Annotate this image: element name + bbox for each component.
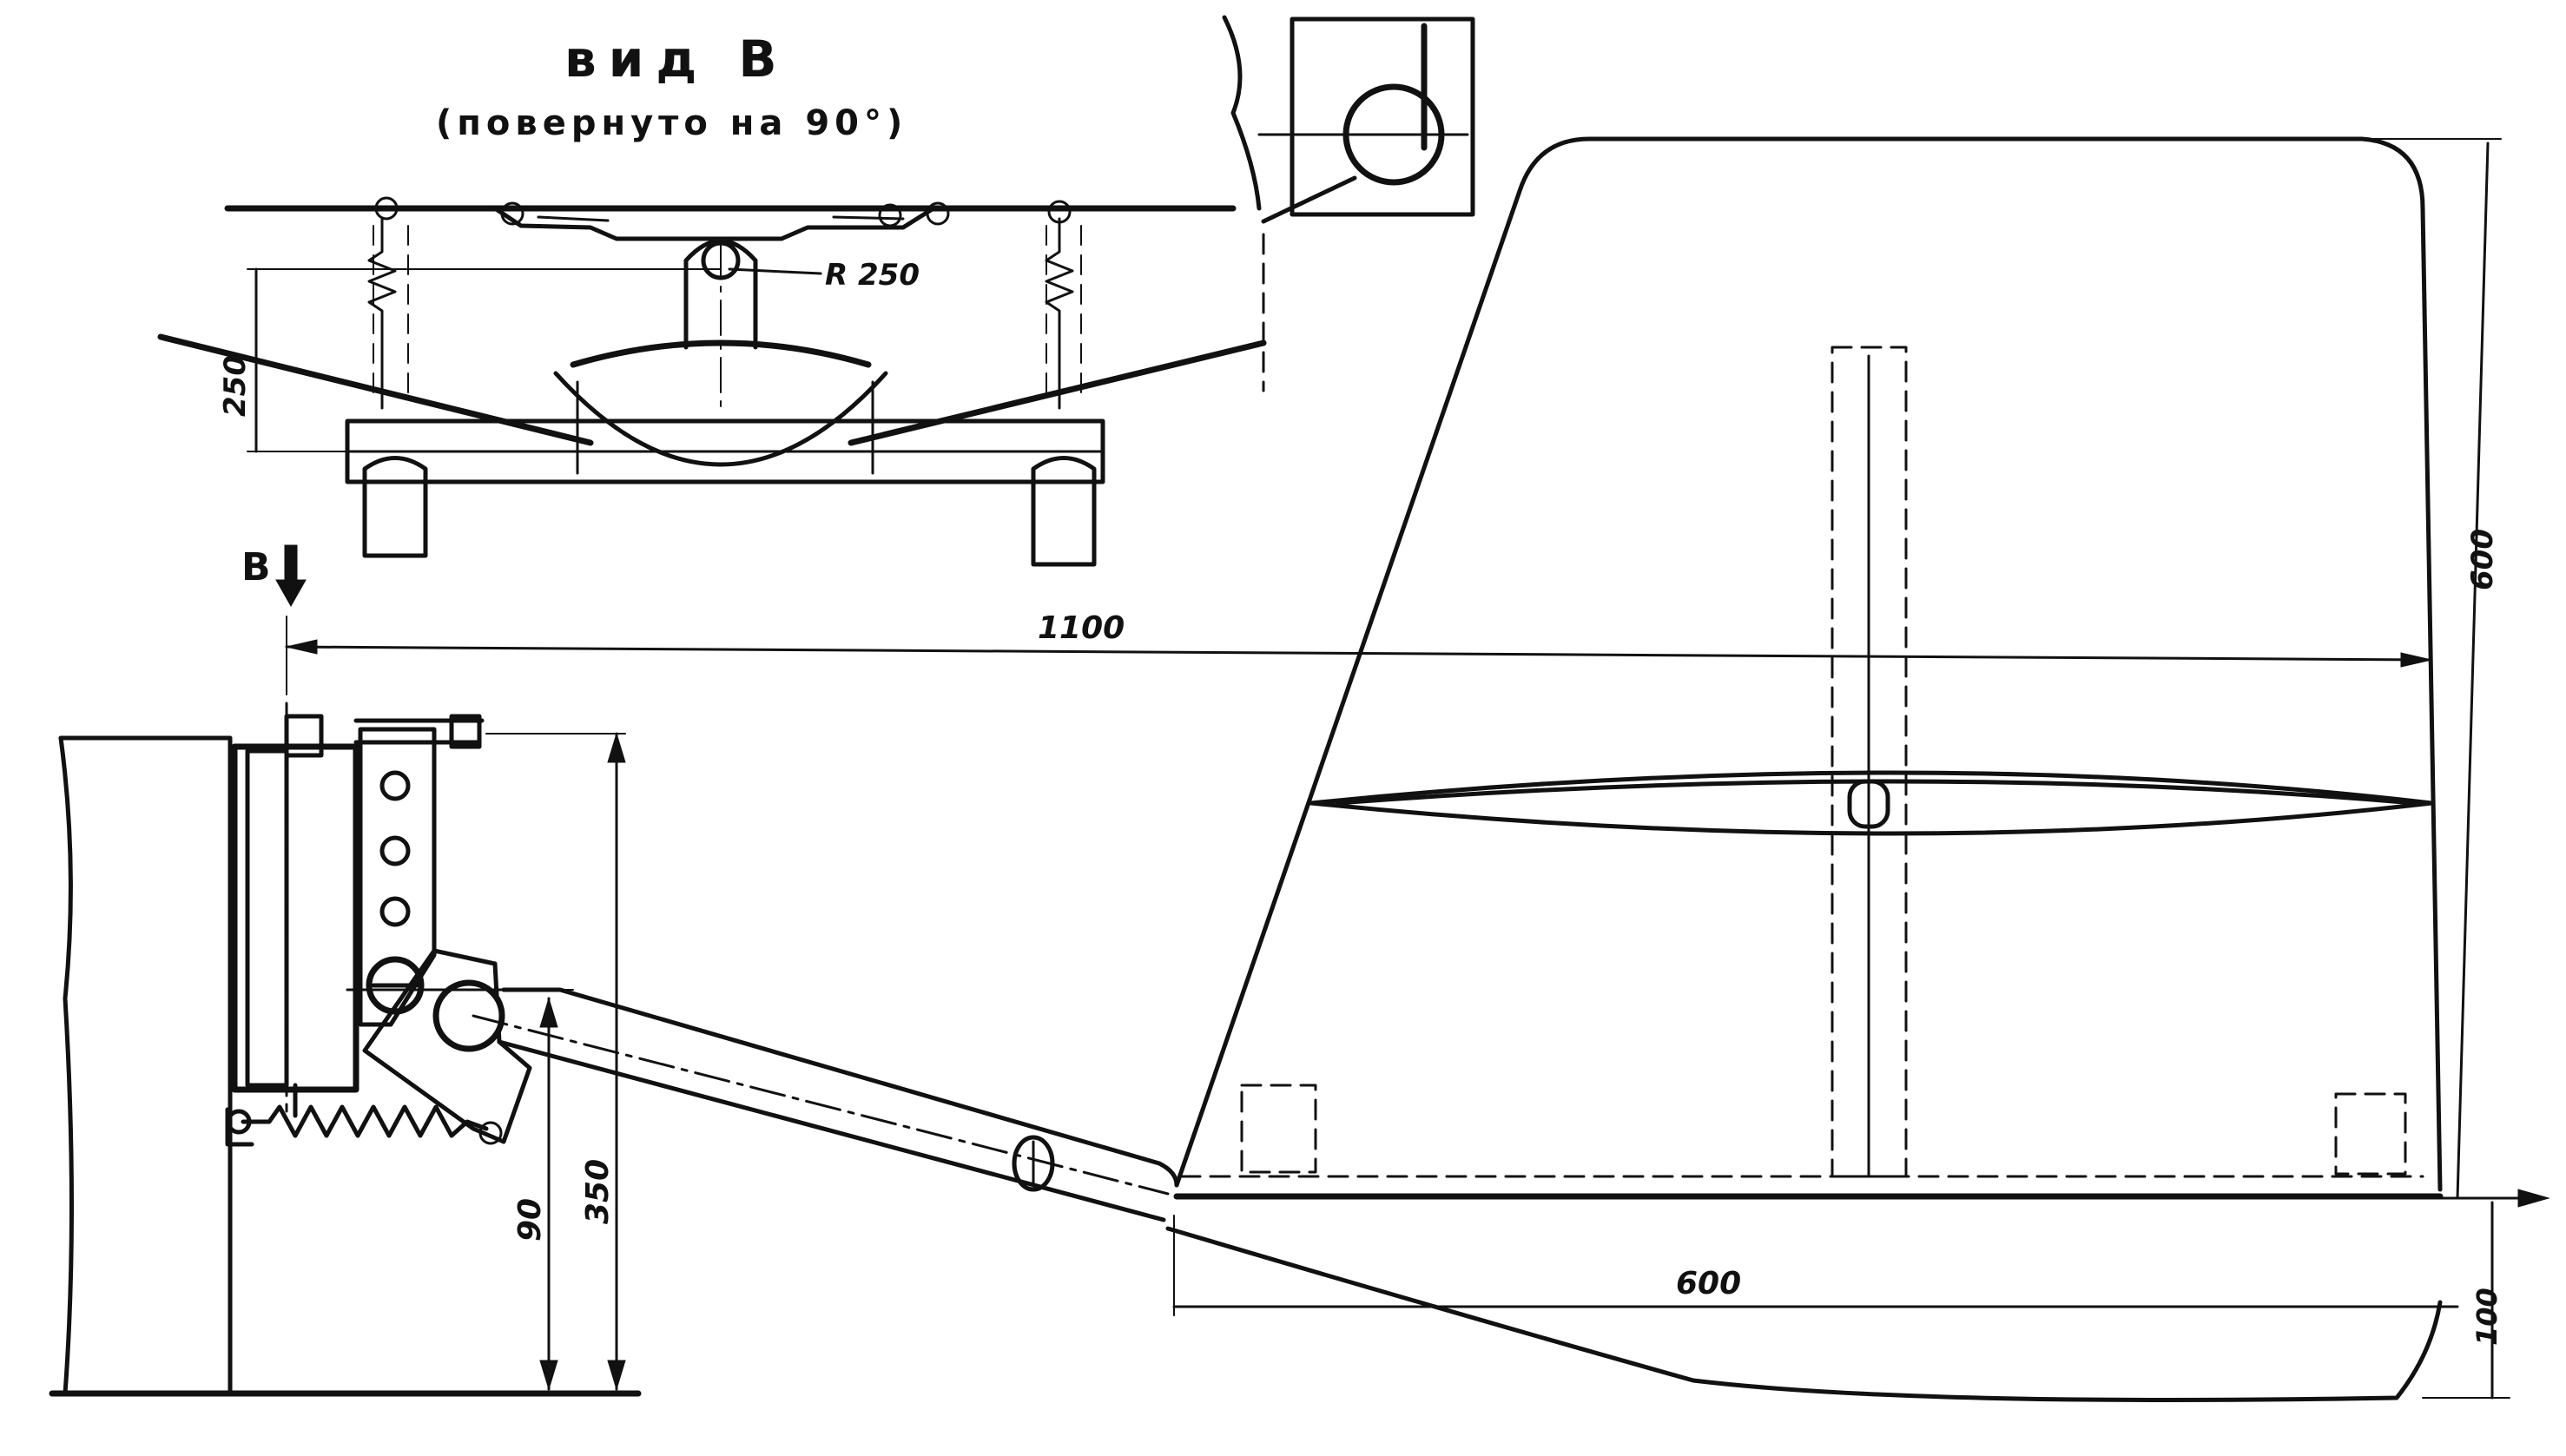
dim-1100-line xyxy=(285,645,2433,662)
dim-90-arrow-top xyxy=(539,997,558,1028)
airfoil-section xyxy=(1309,770,2434,836)
cam-pin xyxy=(478,1121,503,1145)
dim-350-arrow-top xyxy=(607,732,626,763)
rudder-outline xyxy=(1174,136,2443,1192)
plate-bolts xyxy=(374,196,1072,227)
hidden-block-left xyxy=(1240,1084,1317,1174)
radius-label: R 250 xyxy=(825,258,920,293)
saddle-curve xyxy=(553,371,888,467)
dim-600v-label: 600 xyxy=(2465,529,2500,590)
strut-left xyxy=(157,333,594,446)
dim-1100-arrow-left xyxy=(286,639,318,655)
dim-350-label: 350 xyxy=(580,1159,616,1224)
leg-left xyxy=(362,456,428,558)
dim-600h-label: 600 xyxy=(1676,1266,1741,1301)
spar-hinge xyxy=(1847,779,1890,829)
hidden-block-right xyxy=(2334,1092,2407,1176)
view-marker: В xyxy=(241,544,307,695)
dim-100-label: 100 xyxy=(2470,1288,2503,1346)
main-pivot xyxy=(366,956,425,1015)
wheel-detail-arm xyxy=(1261,175,1357,224)
wheel-detail xyxy=(1222,15,1475,392)
tiller-rod-axis xyxy=(472,1014,1170,1196)
plate-bracket xyxy=(492,206,936,241)
fuselage-wall-edge xyxy=(58,735,74,1396)
dim-250-label: 250 xyxy=(218,355,253,417)
rudder-panel: 600 100 600 xyxy=(1165,136,2510,1402)
dim-1100-arrow-right xyxy=(2400,652,2432,668)
fuselage-wall xyxy=(58,735,628,1396)
spar-hidden xyxy=(1831,346,1908,1178)
dim-1100-label: 1100 xyxy=(1038,610,1125,646)
tiller-rod-joint xyxy=(1012,1135,1055,1192)
view-marker-arrow-shaft xyxy=(284,544,298,583)
return-spring xyxy=(241,1104,489,1138)
spring-left xyxy=(367,217,397,410)
dim-600v-line xyxy=(2456,142,2490,1200)
hinge-bracket-bolt xyxy=(449,714,482,749)
dim-90-arrow-bottom xyxy=(539,1360,558,1391)
dim-1100: 1100 xyxy=(285,610,2550,1208)
dim-350-arrow-bottom xyxy=(607,1360,626,1391)
leg-right xyxy=(1031,456,1097,567)
view-marker-letter: В xyxy=(241,545,271,590)
plate-bracket-inner xyxy=(537,215,905,222)
hinge-bracket xyxy=(231,743,360,1093)
cam-link xyxy=(362,948,532,1144)
radius-leader xyxy=(728,267,822,275)
view-b-title: вид В xyxy=(564,30,789,89)
axis-arrow-head xyxy=(2517,1189,2550,1208)
wheel-detail-box xyxy=(1290,16,1475,217)
plate-holes xyxy=(379,770,411,927)
side-view-mount: 350 90 xyxy=(49,702,1179,1397)
view-marker-arrow-head xyxy=(275,579,307,608)
spring-right xyxy=(1045,217,1074,410)
strut-right xyxy=(848,339,1267,446)
rudder-skid xyxy=(1165,1226,2443,1402)
view-b-detail: вид В (повернуто на 90°) R 250 xyxy=(157,30,1267,567)
tiller-rod-bottom xyxy=(497,1039,1166,1222)
spring-anchor-bracket xyxy=(225,1107,254,1147)
cam-wheel xyxy=(432,979,505,1052)
tiller-rod-top xyxy=(501,987,1179,1188)
wheel-detail-frame xyxy=(1222,15,1262,211)
hinge-bracket-inner xyxy=(245,748,289,1088)
dim-90-label: 90 xyxy=(512,1198,548,1242)
airfoil-section-inner xyxy=(1335,779,2417,806)
view-b-subtitle: (повернуто на 90°) xyxy=(436,103,907,143)
